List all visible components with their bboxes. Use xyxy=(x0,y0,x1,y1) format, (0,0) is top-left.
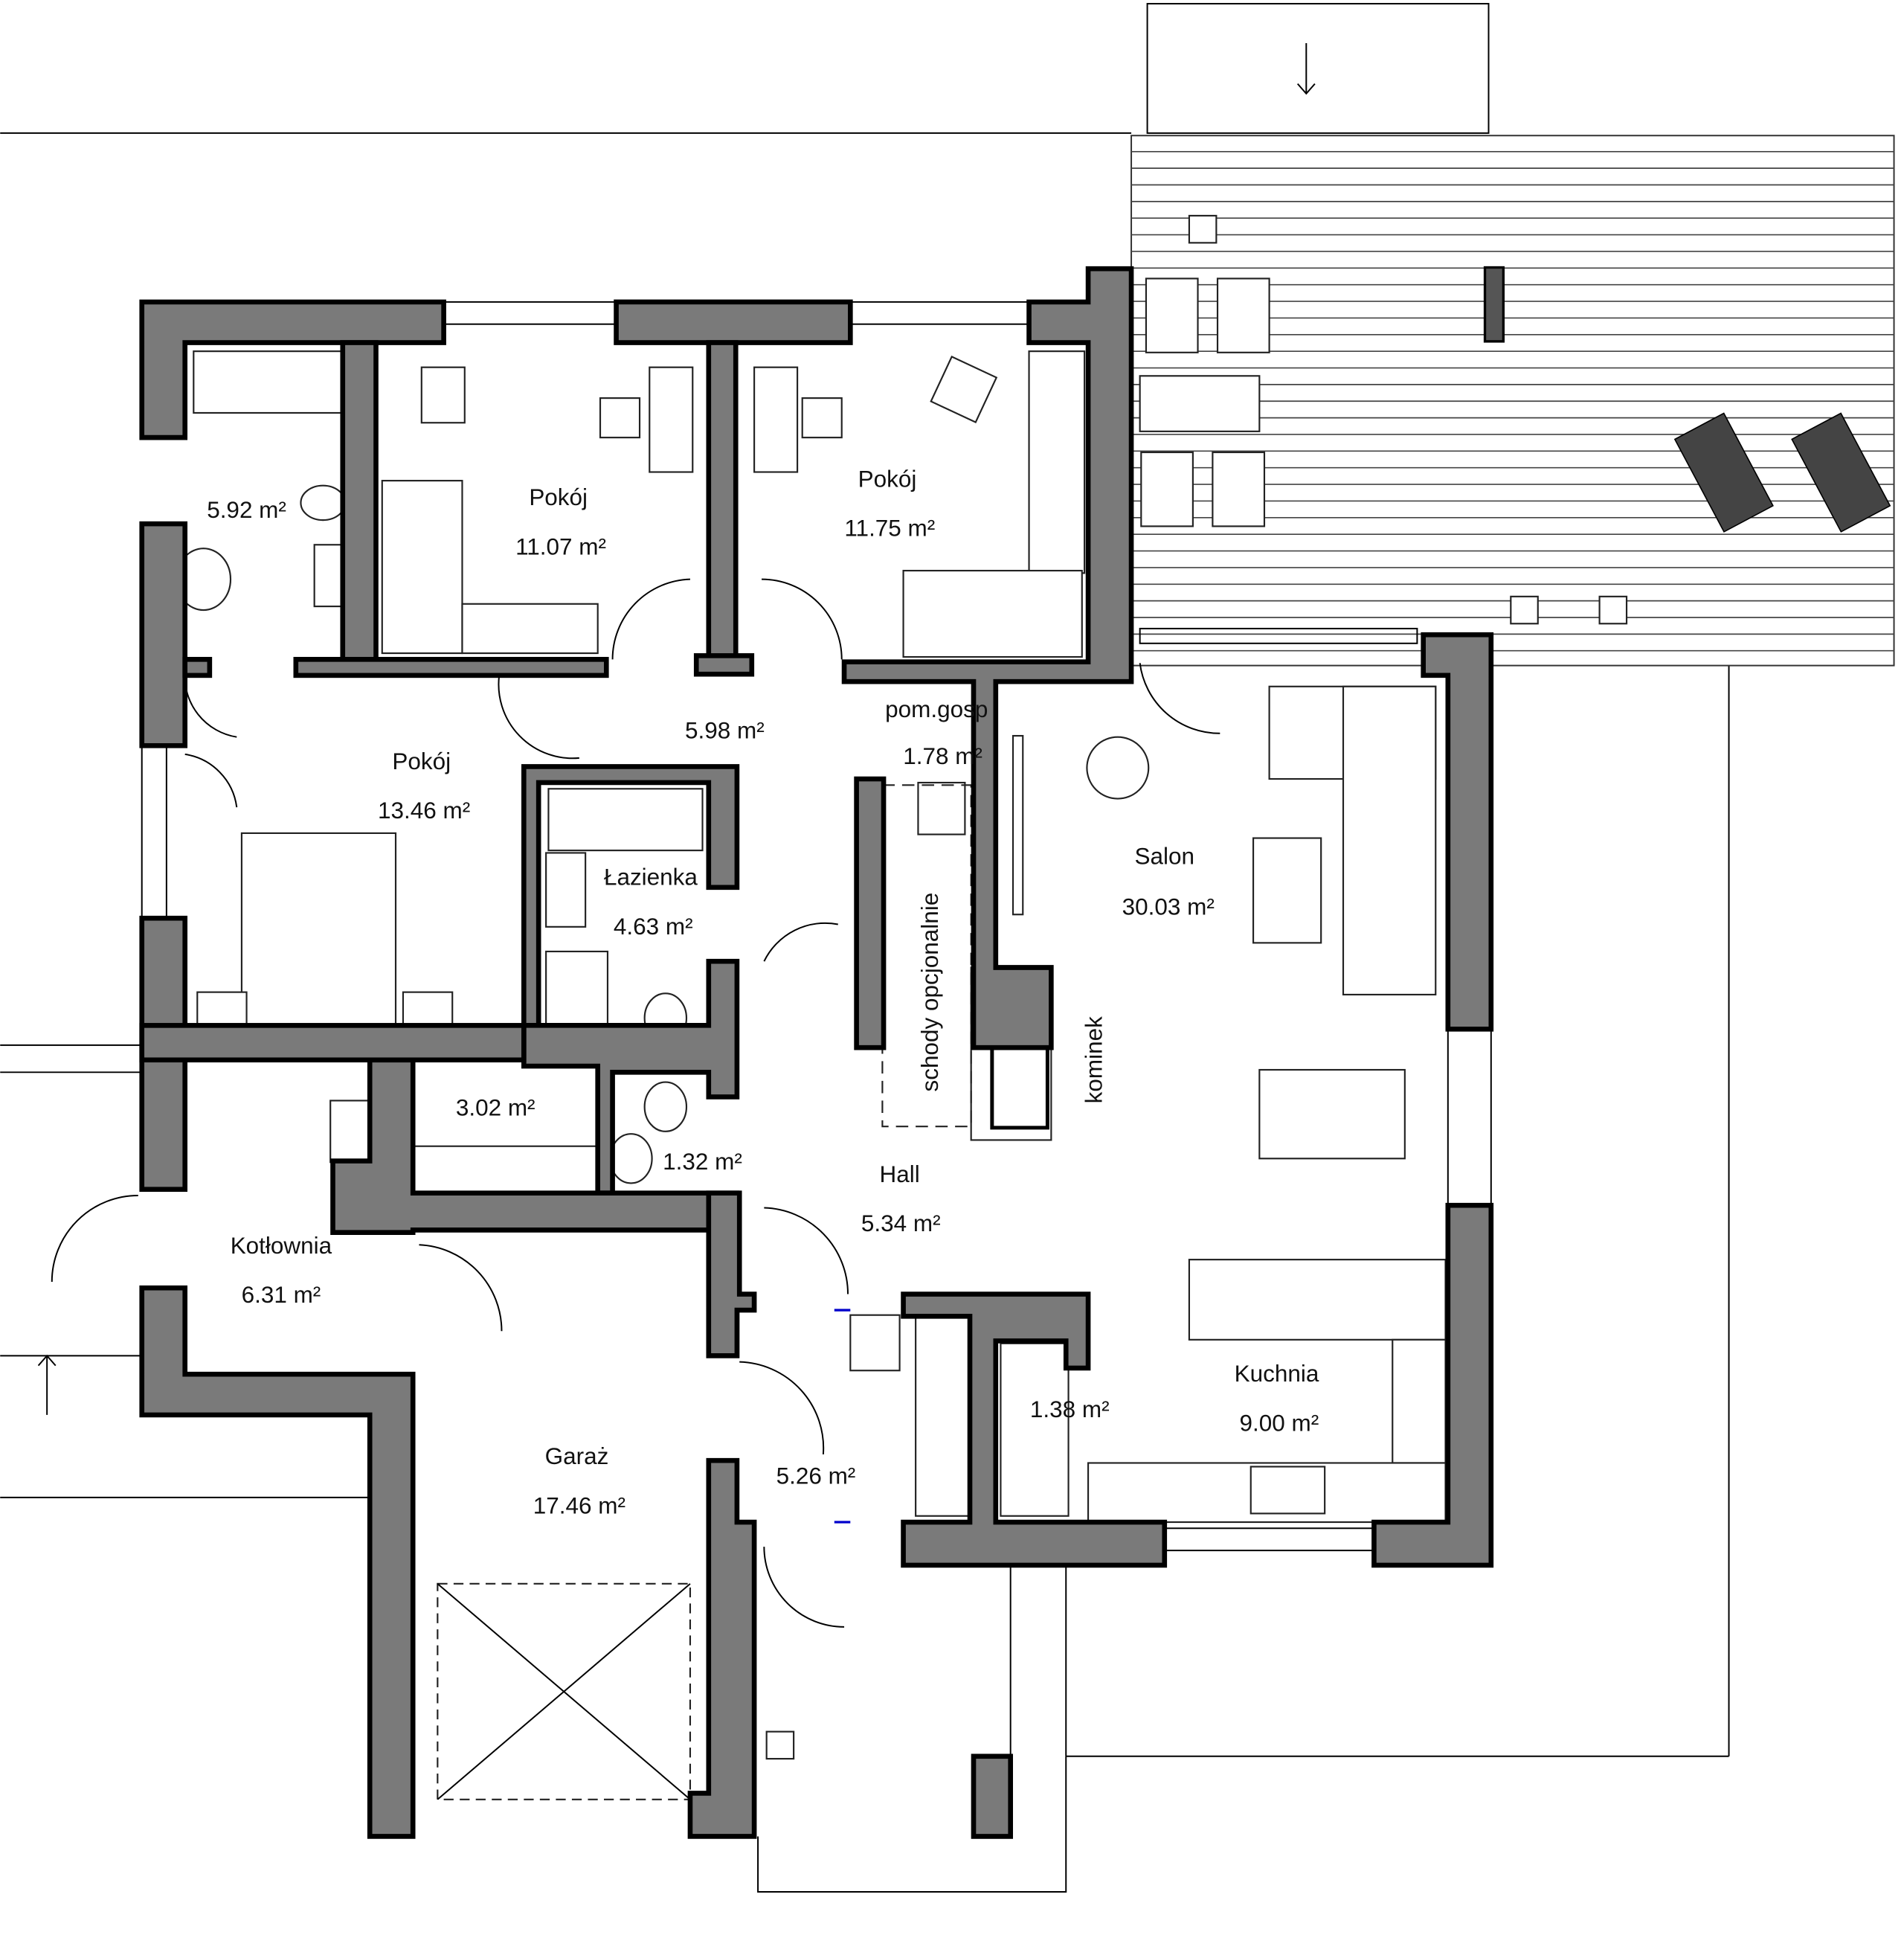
fireplace-label: kominek xyxy=(1081,1016,1107,1103)
salon-area: 30.03 m² xyxy=(1122,893,1215,920)
chair xyxy=(599,397,641,439)
bathroom-area: 4.63 m² xyxy=(614,914,693,940)
window xyxy=(1139,627,1418,644)
bathroom-name: Łazienka xyxy=(604,864,698,891)
chair xyxy=(420,366,466,424)
toilet xyxy=(300,484,347,522)
window xyxy=(443,301,617,325)
hall-name: Hall xyxy=(879,1161,919,1187)
washbasin xyxy=(609,1133,653,1184)
desk xyxy=(753,366,799,473)
kitchen-name: Kuchnia xyxy=(1235,1361,1319,1387)
salon-name: Salon xyxy=(1135,843,1195,869)
window xyxy=(1163,1527,1375,1552)
wardrobe-area: 3.02 m² xyxy=(456,1094,536,1120)
kitchen-island xyxy=(1188,1259,1447,1341)
bathtub xyxy=(193,350,353,414)
room1-area: 11.07 m² xyxy=(515,534,606,560)
boiler-area: 6.31 m² xyxy=(242,1282,321,1308)
stairs-label: schody opcjonalnie xyxy=(917,893,943,1092)
shower xyxy=(545,950,609,1027)
entrance-stair-box xyxy=(1146,2,1490,134)
wardrobe xyxy=(1028,350,1086,574)
window xyxy=(1447,1028,1492,1207)
vestibule-area: 5.26 m² xyxy=(776,1463,856,1489)
sun-lounger xyxy=(1673,412,1891,533)
pantry-area: 1.38 m² xyxy=(1030,1396,1110,1422)
bed xyxy=(240,832,397,1025)
room3-area: 13.46 m² xyxy=(378,798,470,824)
garage-name: Garaż xyxy=(545,1443,609,1469)
dining-table xyxy=(1258,1068,1406,1160)
room2-name: Pokój xyxy=(858,466,917,492)
pantry-shelves xyxy=(1000,1342,1070,1517)
wc-area: 1.32 m² xyxy=(663,1149,742,1175)
chair xyxy=(849,1314,901,1372)
fixtures xyxy=(176,350,1447,1800)
terrace-deck xyxy=(1130,135,1895,667)
utility-area: 1.78 m² xyxy=(903,743,982,769)
room1-name: Pokój xyxy=(529,484,588,510)
sofa xyxy=(1342,685,1437,996)
chair xyxy=(930,356,998,423)
bath-small-area: 5.92 m² xyxy=(207,497,286,523)
chair xyxy=(1086,736,1150,800)
terrace-chair xyxy=(1140,277,1270,527)
washing-machine xyxy=(917,781,966,835)
room-labels: 5.92 m² Pokój 11.07 m² Pokój 11.75 m² 5.… xyxy=(207,466,1319,1518)
window xyxy=(141,745,167,920)
garage-area: 17.46 m² xyxy=(533,1492,625,1518)
window xyxy=(849,301,1030,325)
sink xyxy=(1250,1466,1326,1515)
room3-name: Pokój xyxy=(392,748,451,774)
corridor-area: 5.98 m² xyxy=(685,717,765,743)
desk xyxy=(649,366,694,473)
boiler xyxy=(329,1100,371,1164)
bathtub xyxy=(547,788,704,852)
kitchen-area: 9.00 m² xyxy=(1240,1410,1319,1436)
wardrobe xyxy=(461,603,599,655)
bed xyxy=(381,480,463,655)
bed xyxy=(902,569,1083,658)
walls xyxy=(139,266,1494,1839)
washbasin xyxy=(545,852,587,928)
site-lines xyxy=(0,2,1730,1893)
utility-name: pom.gosp xyxy=(885,696,988,722)
cooktop xyxy=(1392,1338,1447,1464)
chair xyxy=(801,397,843,439)
boiler-name: Kotłownia xyxy=(231,1233,332,1259)
tv xyxy=(1012,734,1024,916)
hall-area: 5.34 m² xyxy=(861,1210,941,1236)
toilet xyxy=(643,1081,688,1132)
wardrobe xyxy=(915,1312,972,1517)
armchair xyxy=(1252,837,1322,944)
door-swings xyxy=(51,578,1220,1628)
room2-area: 11.75 m² xyxy=(844,516,935,542)
